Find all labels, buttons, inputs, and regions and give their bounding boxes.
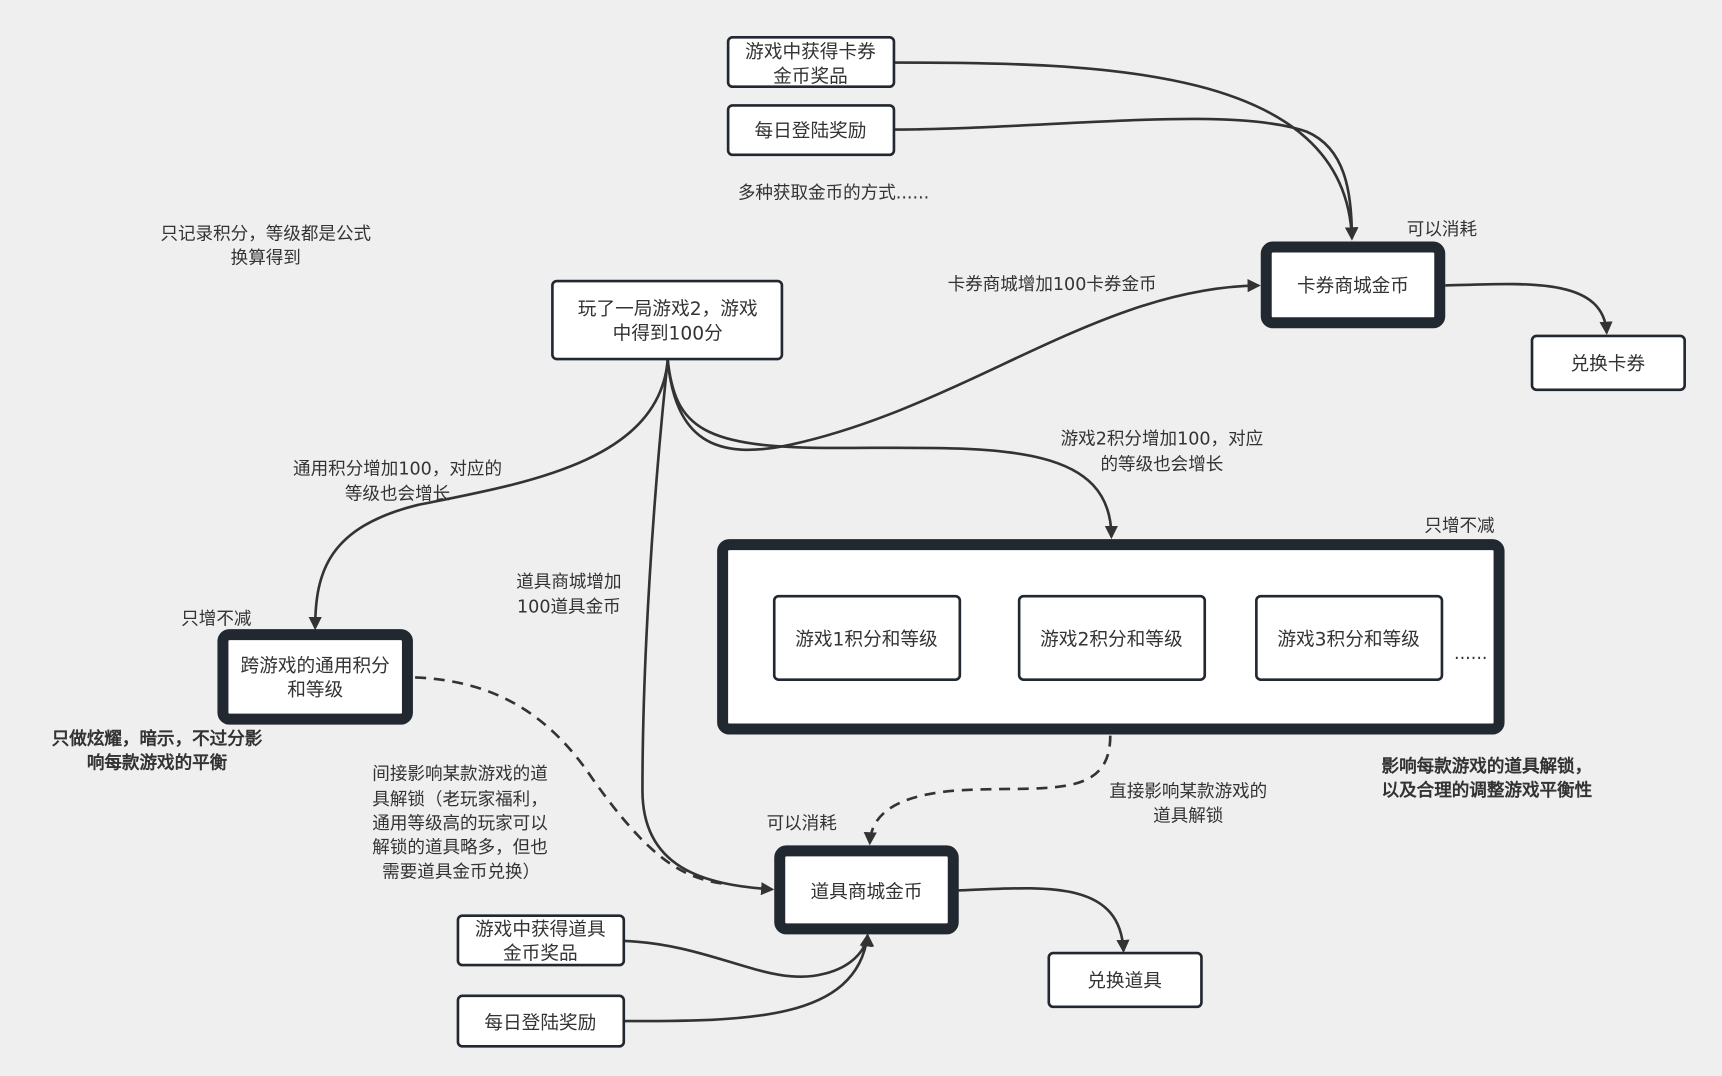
node-prop-exchange[interactable]: 兑换道具 [1047,951,1203,1009]
node-prop-game-reward-line1: 游戏中获得道具 [475,919,606,940]
node-prop-game-reward-line2: 金币奖品 [503,944,578,965]
node-card-game-reward-line1: 游戏中获得卡券 [745,42,876,63]
label-indirect-note-line2: 具解锁（老玩家福利， [372,790,548,810]
label-formula-note-line2: 换算得到 [231,249,301,269]
edge-universal-to-prop-coin [415,676,725,886]
node-universal-points-line2: 和等级 [287,680,343,701]
edge-card-coin-to-exchange [1445,282,1613,335]
edge-prop-login-to-prop-coin [623,933,873,1023]
label-container-note-line2: 以及合理的调整游戏平衡性 [1382,780,1593,801]
node-prop-coin-label: 道具商城金币 [811,882,923,903]
node-card-daily-login-label: 每日登陆奖励 [755,121,867,142]
label-formula-note-line1: 只记录积分，等级都是公式 [160,224,371,244]
node-play-game-line1: 玩了一局游戏2，游戏 [578,299,758,320]
game-item-3[interactable]: 游戏3积分和等级 [1255,594,1444,681]
node-card-coin[interactable]: 卡券商城金币 [1260,241,1446,329]
node-card-game-reward-line2: 金币奖品 [773,66,848,87]
edge-prop-coin-to-exchange [957,886,1130,954]
label-universal-edge-line1: 通用积分增加100，对应的 [293,459,502,479]
node-universal-points-line1: 跨游戏的通用积分 [241,656,390,677]
node-play-game-line2: 中得到100分 [613,323,723,344]
node-card-exchange-label: 兑换卡券 [1570,354,1645,375]
node-card-daily-login[interactable]: 每日登陆奖励 [726,104,896,157]
label-card-edge: 卡券商城增加100卡券金币 [948,275,1157,295]
game-item-3-label: 游戏3积分和等级 [1277,630,1420,651]
label-container-only-increase: 只增不减 [1424,516,1495,536]
label-universal-only-increase: 只增不减 [181,610,252,630]
label-card-consumable: 可以消耗 [1407,220,1477,240]
node-prop-coin[interactable]: 道具商城金币 [774,845,959,935]
label-indirect-note-line1: 间接影响某款游戏的道 [372,765,548,785]
edge-play-to-game-container [666,359,1118,540]
label-prop-edge-line1: 道具商城增加 [516,572,621,592]
edges [308,61,1613,1023]
game-scores-container: 游戏1积分和等级 游戏2积分和等级 游戏3积分和等级 ...... [717,539,1505,735]
node-prop-daily-login[interactable]: 每日登陆奖励 [456,994,626,1048]
game-item-2-label: 游戏2积分和等级 [1040,630,1183,651]
edge-play-to-card-coin [666,279,1261,452]
label-other-ways: 多种获取金币的方式...... [738,184,929,204]
edge-play-to-prop-coin [641,359,775,896]
label-indirect-note-line3: 通用等级高的玩家可以 [372,814,548,834]
node-prop-exchange-label: 兑换道具 [1087,971,1162,992]
label-universal-note-line1: 只做炫耀，暗示，不过分影 [52,728,263,749]
edge-container-to-prop-coin [863,735,1112,846]
label-direct-note-line2: 道具解锁 [1153,806,1223,826]
node-card-game-reward[interactable]: 游戏中获得卡券 金币奖品 [726,36,896,89]
node-prop-game-reward[interactable]: 游戏中获得道具 金币奖品 [456,914,626,967]
game-item-1-label: 游戏1积分和等级 [795,630,938,651]
node-card-exchange[interactable]: 兑换卡券 [1530,334,1686,392]
label-game2-edge-line2: 的等级也会增长 [1100,455,1223,475]
label-game2-edge-line1: 游戏2积分增加100，对应 [1061,430,1264,450]
label-prop-edge-line2: 100道具金币 [517,598,621,618]
label-prop-consumable: 可以消耗 [767,814,837,834]
edge-card-login-to-card-coin [893,117,1359,241]
label-universal-edge-line2: 等级也会增长 [345,485,450,505]
edge-prop-reward-to-prop-coin [623,933,875,979]
edge-card-reward-to-card-coin [893,61,1359,241]
label-direct-note-line1: 直接影响某款游戏的 [1109,782,1267,802]
game-item-more: ...... [1454,644,1487,664]
node-universal-points[interactable]: 跨游戏的通用积分 和等级 [217,629,413,725]
node-play-game[interactable]: 玩了一局游戏2，游戏 中得到100分 [551,279,784,361]
label-universal-note-line2: 响每款游戏的平衡 [87,753,228,774]
game-item-2[interactable]: 游戏2积分和等级 [1017,594,1207,681]
node-card-coin-label: 卡券商城金币 [1297,276,1409,297]
label-indirect-note-line5: 需要道具金币兑换） [382,862,540,882]
label-container-note-line1: 影响每款游戏的道具解锁， [1382,756,1593,777]
node-prop-daily-login-label: 每日登陆奖励 [484,1013,596,1034]
edge-play-to-universal [308,360,670,631]
label-indirect-note-line4: 解锁的道具略多，但也 [372,838,548,858]
game-item-1[interactable]: 游戏1积分和等级 [772,594,962,681]
